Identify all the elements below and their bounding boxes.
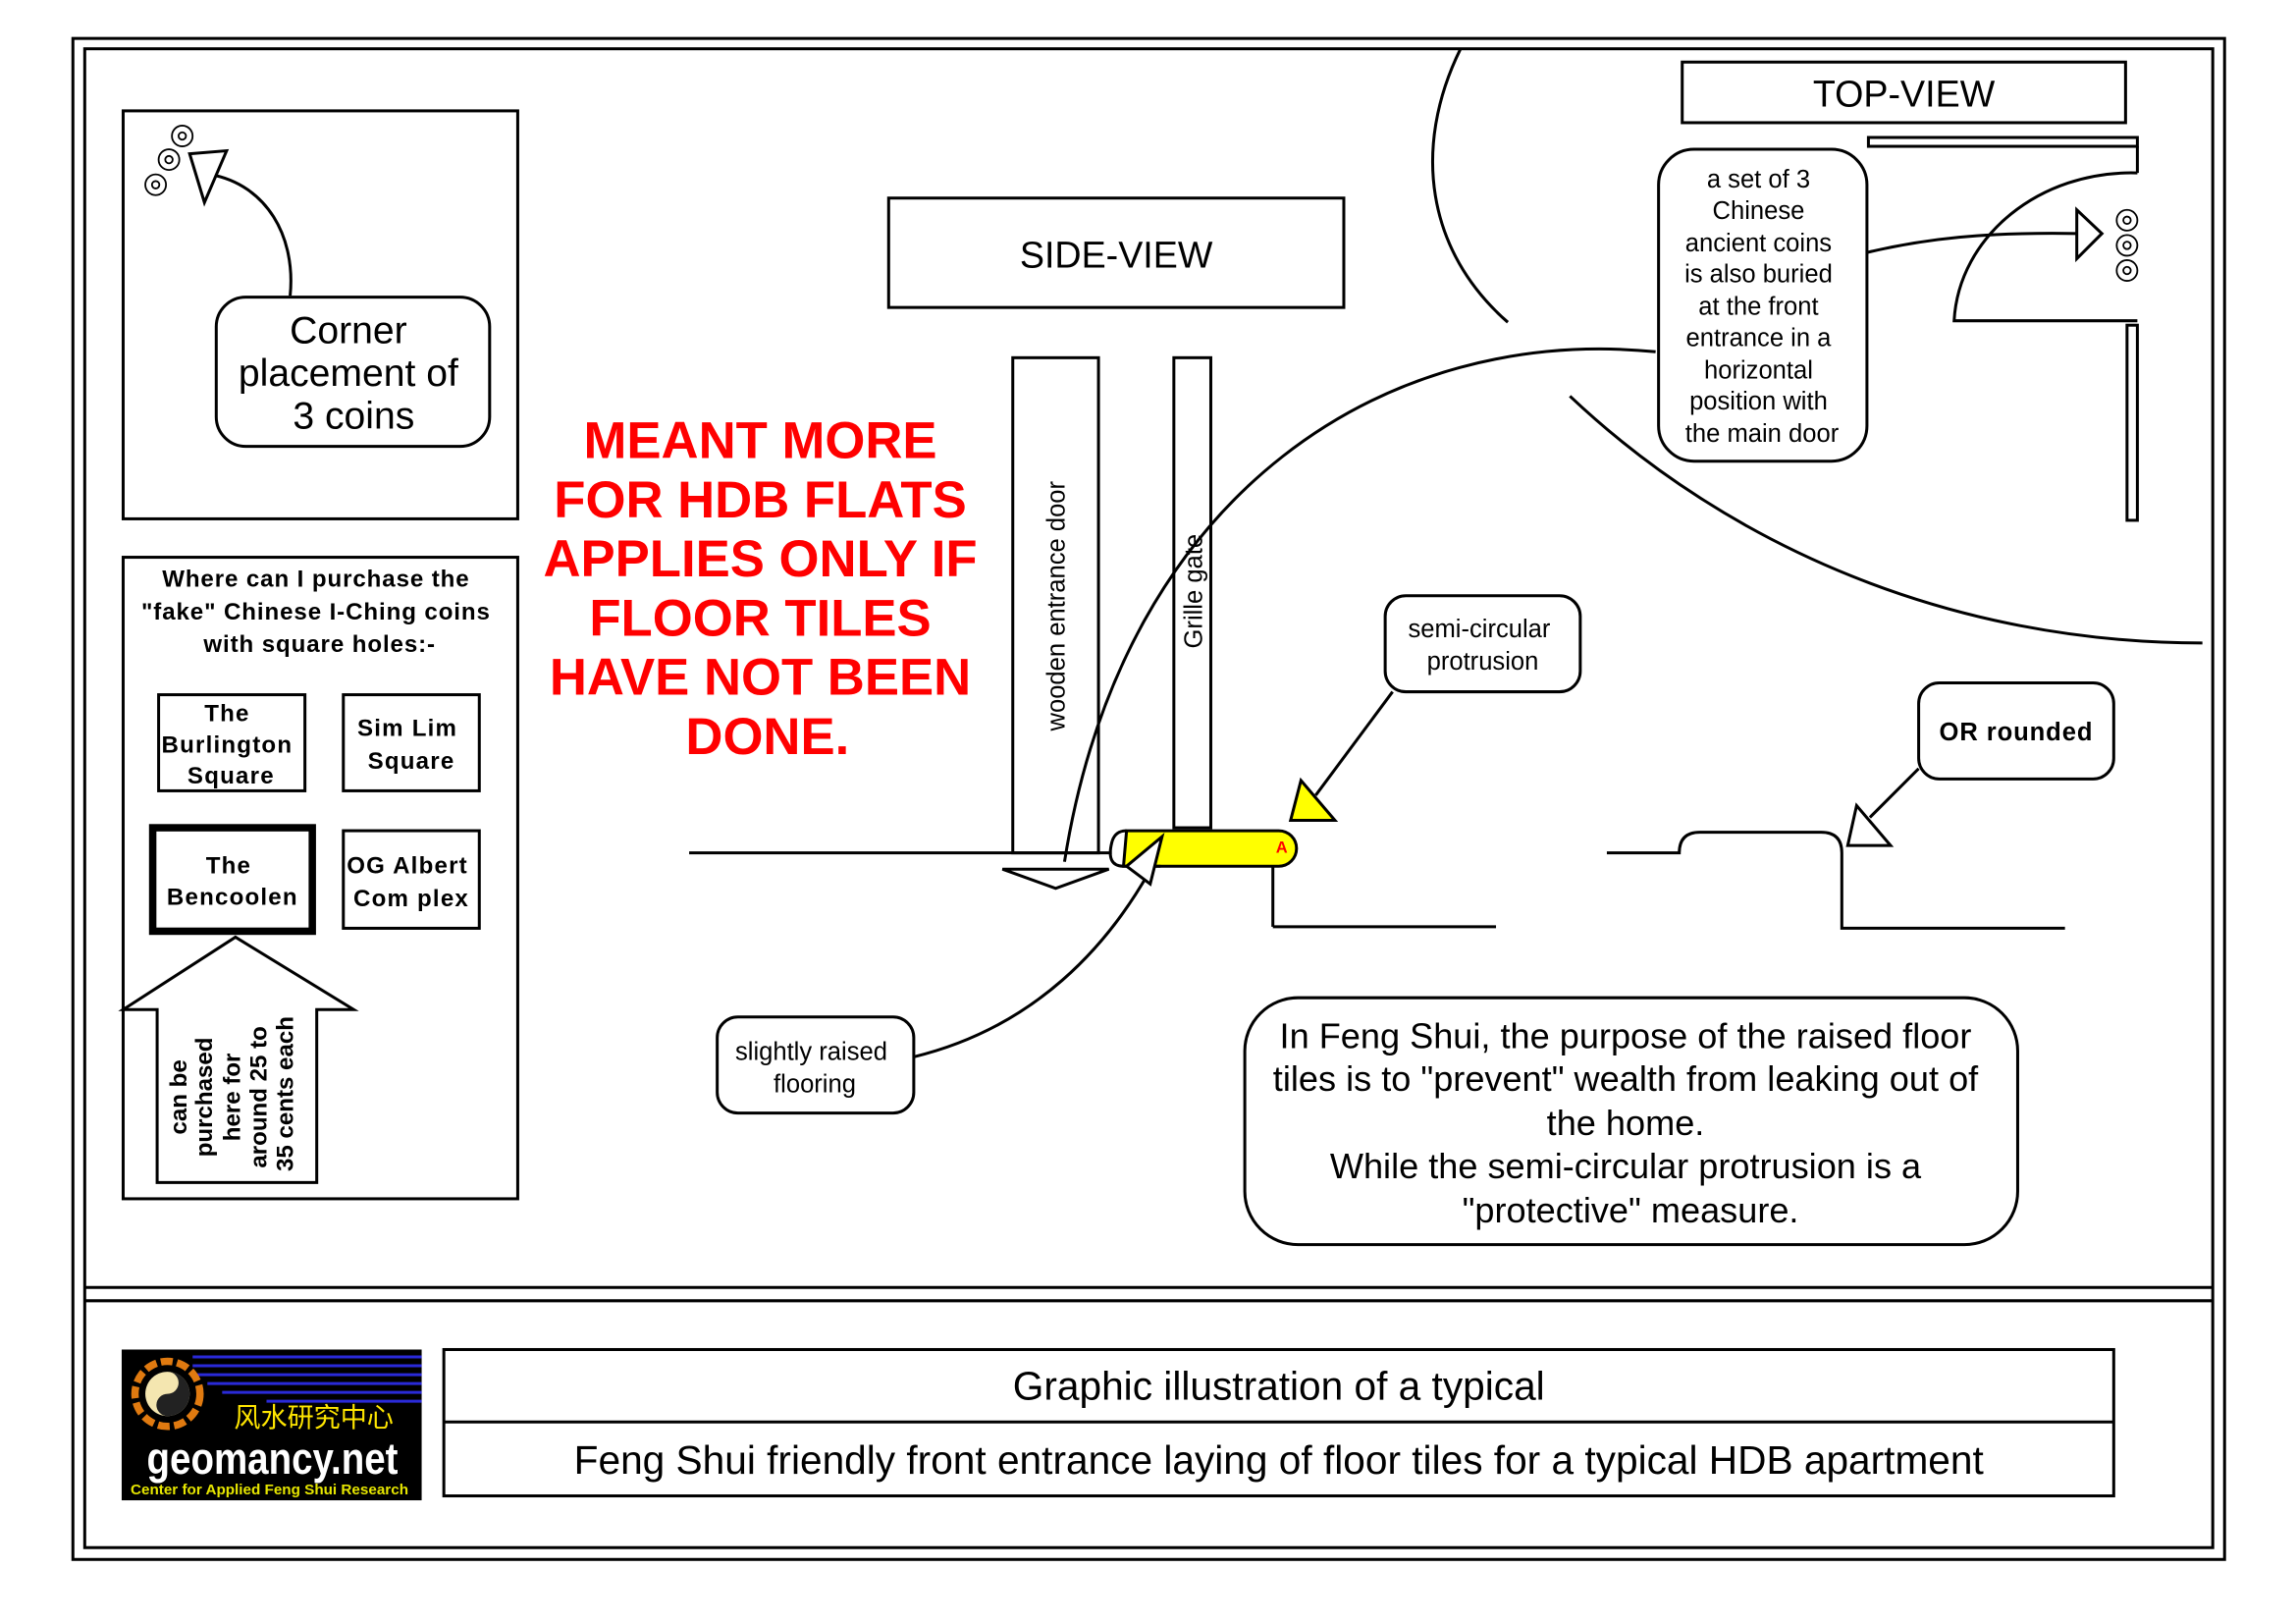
shop-box (157, 693, 307, 792)
rounded-callout (1917, 681, 2115, 781)
protrusion-label: semi-circular protrusion (1408, 616, 1557, 676)
door-label: wooden entrance door (1042, 480, 1070, 731)
arrowhead-icon (1288, 777, 1339, 823)
top-view-title-box (1681, 60, 2127, 125)
corner-label-box (214, 296, 492, 449)
shop-box-highlighted (148, 824, 316, 936)
side-view: SIDE-VIEW wooden entrance door Grille ga… (689, 196, 2115, 1115)
arrowhead-icon (1001, 867, 1110, 891)
explanation-text: In Feng Shui, the purpose of the raised … (1273, 1015, 1988, 1230)
arrow-text: can be purchased here for around 25 to 3… (166, 1016, 298, 1171)
grille-gate (1172, 355, 1212, 830)
protrusion-callout (1383, 594, 1582, 694)
door-swing-top (1952, 171, 2138, 323)
arrowhead-icon (1845, 802, 1895, 847)
side-view-title-box (886, 196, 1346, 309)
shop-og-albert: OG Albert Com plex (347, 853, 476, 912)
door-swing-arc (1062, 347, 1656, 862)
logo-chinese: 风水研究中心 (234, 1403, 393, 1434)
shop-box (342, 829, 481, 930)
coins-note: a set of 3 Chinese ancient coins is also… (1684, 166, 1840, 448)
purchase-heading: Where can I purchase the "fake" Chinese … (141, 567, 498, 658)
shop-burlington: The Burlington Square (162, 701, 301, 789)
caption-line-1: Graphic illustration of a typical (1013, 1364, 1545, 1409)
logo-name: geomancy.net (147, 1434, 399, 1484)
purchase-panel: Where can I purchase the "fake" Chinese … (118, 556, 519, 1201)
top-view: TOP-VIEW a set of 3 Chinese ancient coin… (1431, 48, 2203, 645)
coins-icon (2115, 208, 2139, 282)
arrowhead-icon (2075, 206, 2105, 263)
marker-a: A (1276, 839, 1288, 857)
up-arrow-icon (118, 935, 359, 1184)
corner-label: Corner placement of 3 coins (239, 309, 469, 437)
arrowhead-icon (187, 148, 230, 207)
inner-frame (82, 47, 2215, 1549)
gate-label: Grille gate (1180, 534, 1207, 649)
warning-text: MEANT MORE FOR HDB FLATS APPLIES ONLY IF… (543, 412, 991, 766)
shop-bencoolen: The Bencoolen (167, 853, 298, 911)
shop-box (342, 693, 481, 792)
raised-floor-tile (1122, 829, 1299, 868)
curved-arrow (210, 173, 293, 297)
rounded-floor-profile (1606, 831, 2065, 930)
rounded-label: OR rounded (1940, 719, 2094, 746)
outer-frame (71, 36, 2226, 1561)
explanation-box (1243, 996, 2019, 1247)
arrowhead-icon (1124, 832, 1165, 887)
geomancy-logo: 风水研究中心 geomancy.net Center for Applied F… (121, 1349, 422, 1501)
corner-placement-panel: Corner placement of 3 coins (121, 109, 519, 520)
coins-note-box (1657, 147, 1869, 463)
top-view-title: TOP-VIEW (1813, 73, 1996, 114)
wooden-door (1011, 355, 1100, 855)
caption-line-2: Feng Shui friendly front entrance laying… (574, 1437, 1984, 1483)
coins-icon (144, 125, 194, 196)
raised-floor-label: slightly raised flooring (735, 1038, 894, 1098)
shop-sim-lim: Sim Lim Square (357, 716, 465, 775)
logo-tagline: Center for Applied Feng Shui Research (131, 1482, 408, 1498)
side-view-title: SIDE-VIEW (1020, 234, 1213, 275)
raised-floor-callout (716, 1015, 916, 1115)
